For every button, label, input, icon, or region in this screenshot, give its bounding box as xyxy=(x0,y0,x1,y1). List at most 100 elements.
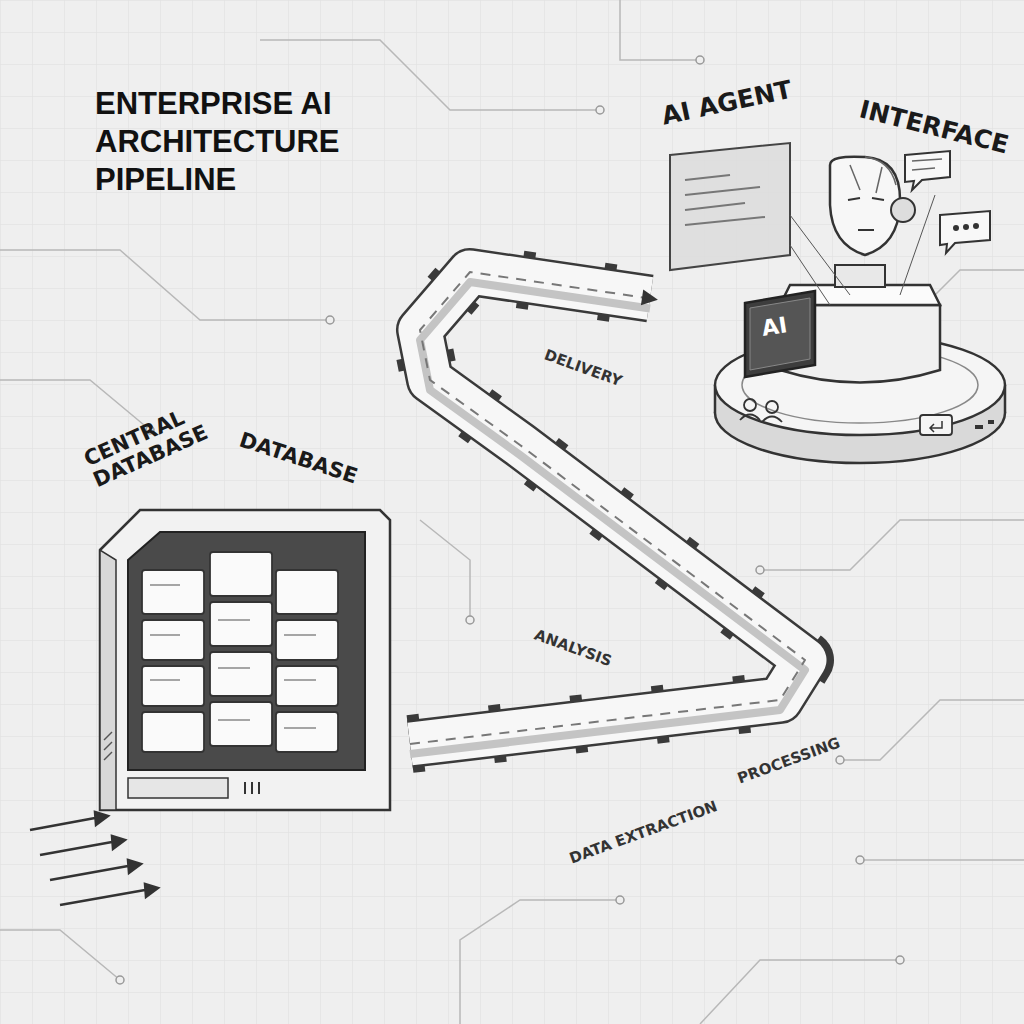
database-illustration-part-part xyxy=(276,570,338,614)
agent-illustration-part xyxy=(790,195,935,305)
database-illustration-part-part xyxy=(104,732,112,740)
database-illustration-part-part xyxy=(218,719,250,721)
agent-illustration-part xyxy=(920,415,952,435)
input-arrows-part xyxy=(128,860,141,873)
agent-illustration-part-part xyxy=(953,225,959,231)
database-node: CENTRAL DATABASEDATABASE xyxy=(80,440,410,820)
circuit-pads-part xyxy=(696,56,704,64)
circuit-pads-part xyxy=(116,976,124,984)
database-illustration-part xyxy=(150,585,316,728)
database-illustration-part-part xyxy=(276,666,338,706)
circuit-traces-part xyxy=(930,270,1024,300)
circuit-traces-part xyxy=(460,900,620,1024)
circuit-pads-part xyxy=(326,316,334,324)
agent-illustration-part-part xyxy=(790,245,830,305)
input-arrows-part xyxy=(112,836,125,849)
agent-illustration-part xyxy=(835,265,885,287)
database-illustration-part-part xyxy=(210,652,272,696)
database-illustration-part-part xyxy=(284,634,316,636)
database-illustration-part-part xyxy=(210,602,272,646)
circuit-traces-part xyxy=(760,520,1024,570)
database-illustration-part-part xyxy=(244,782,246,794)
database-illustration-part-part xyxy=(218,667,250,669)
agent-illustration-part-part xyxy=(912,168,935,170)
database-illustration-part-part xyxy=(142,570,204,614)
database-illustration-part xyxy=(245,782,259,794)
agent-illustration-part xyxy=(745,291,815,377)
input-arrows xyxy=(30,812,158,905)
agent-illustration-part-part xyxy=(744,399,756,411)
agent-illustration-part-part xyxy=(685,203,745,210)
circuit-pads-part xyxy=(756,566,764,574)
database-illustration-part xyxy=(100,510,390,810)
database-illustration-part xyxy=(100,550,116,810)
agent-illustration-part xyxy=(975,420,994,429)
diagram-title: ENTERPRISE AI ARCHITECTURE PIPELINE xyxy=(95,85,405,198)
input-arrows-part xyxy=(40,842,112,855)
agent-illustration-part xyxy=(930,421,942,432)
database-illustration-part xyxy=(128,778,228,798)
database-illustration-part-part xyxy=(218,619,250,621)
agent-illustration-part-part xyxy=(685,217,765,225)
database-illustration-part-part xyxy=(150,584,180,586)
database-illustration-part-part xyxy=(276,712,338,752)
agent-illustration-part-part xyxy=(762,417,782,423)
database-illustration-part-part xyxy=(251,782,253,794)
database-illustration-part-part xyxy=(150,634,180,636)
circuit-traces-part xyxy=(860,859,1024,861)
agent-illustration-part xyxy=(891,198,915,222)
circuit-pads-part xyxy=(616,896,624,904)
database-illustration-part-part xyxy=(104,752,112,760)
database-illustration-part-part xyxy=(210,702,272,746)
database-illustration-part-part xyxy=(150,679,180,681)
agent-illustration-part-part xyxy=(685,187,760,195)
agent-illustration-part xyxy=(750,298,810,370)
agent-illustration-part-part xyxy=(975,425,983,429)
agent-illustration-part xyxy=(953,223,979,231)
agent-illustration-part xyxy=(850,157,896,193)
circuit-traces-part xyxy=(0,930,120,980)
input-arrows-part xyxy=(145,884,158,897)
circuit-traces-part xyxy=(0,250,330,320)
circuit-pads-part xyxy=(856,856,864,864)
database-illustration xyxy=(80,440,410,820)
input-arrows-part xyxy=(30,818,95,830)
database-illustration-part xyxy=(104,732,112,760)
agent-illustration-part xyxy=(848,198,884,230)
agent-illustration-part-part xyxy=(973,223,979,229)
database-illustration-part-part xyxy=(142,712,204,752)
database-illustration-part-part xyxy=(142,666,204,706)
circuit-pads-part xyxy=(836,756,844,764)
circuit-traces-part xyxy=(700,960,900,1024)
agent-illustration-part xyxy=(940,211,990,253)
database-illustration-part xyxy=(142,552,338,752)
database-illustration-part-part xyxy=(104,742,112,750)
database-illustration-part-part xyxy=(142,620,204,660)
circuit-pads-part xyxy=(596,106,604,114)
circuit-traces-part xyxy=(840,700,1024,760)
agent-node: AI AGENTINTERFACEAI xyxy=(650,95,1010,465)
circuit-traces-part xyxy=(420,520,470,620)
circuit-traces-part xyxy=(620,0,700,60)
agent-illustration xyxy=(650,95,1010,465)
agent-illustration-part xyxy=(912,159,942,170)
agent-illustration-part xyxy=(740,399,782,422)
agent-illustration-part-part xyxy=(963,224,969,230)
database-illustration-part-part xyxy=(276,620,338,660)
circuit-traces-part xyxy=(0,380,150,430)
agent-illustration-part-part xyxy=(685,175,730,180)
input-arrows-part xyxy=(50,866,128,880)
circuit-pads-part xyxy=(466,616,474,624)
agent-illustration-part xyxy=(670,143,790,270)
node-heading: INTERFACE xyxy=(857,95,1019,160)
agent-illustration-part-part xyxy=(912,159,942,161)
agent-illustration-part xyxy=(830,157,900,255)
agent-illustration-part xyxy=(685,175,765,225)
input-arrows-part xyxy=(60,890,145,905)
database-illustration-part-part xyxy=(258,782,260,794)
circuit-pads-part xyxy=(896,956,904,964)
agent-illustration-part-part xyxy=(900,195,935,295)
